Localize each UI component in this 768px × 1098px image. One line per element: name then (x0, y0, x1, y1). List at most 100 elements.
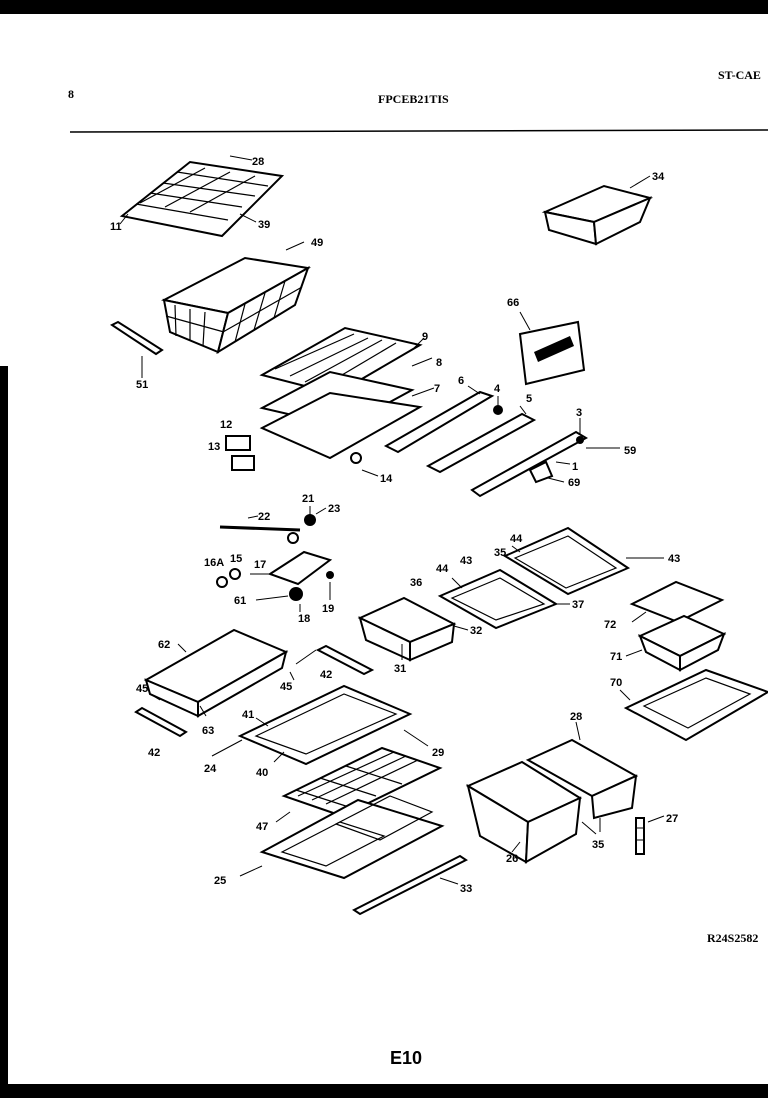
callout-66: 66 (507, 297, 519, 309)
model-number: FPCEB21TIS (378, 92, 449, 106)
screw-part-4 (493, 405, 503, 415)
callout-13: 13 (208, 441, 220, 453)
callout-42-lower: 42 (148, 747, 160, 759)
roller-part (225, 435, 251, 451)
page-code: E10 (390, 1048, 422, 1068)
callout-1: 1 (572, 461, 578, 473)
callout-7: 7 (434, 383, 440, 395)
callout-11: 11 (110, 221, 122, 233)
egg-tray-part (518, 320, 586, 386)
dairy-bin-part (541, 184, 654, 246)
callout-8: 8 (436, 357, 442, 369)
callout-44-upper: 44 (510, 533, 523, 545)
callout-35-lower: 35 (592, 839, 604, 851)
knob-part-23 (304, 514, 316, 526)
glass-shelf-part-upper (502, 526, 631, 596)
callout-5: 5 (526, 393, 532, 405)
rail-part-33 (352, 854, 468, 916)
callout-27: 27 (666, 813, 678, 825)
parts-sheet (0, 14, 768, 1084)
callout-24: 24 (204, 763, 217, 775)
callout-14: 14 (380, 473, 393, 485)
callout-59: 59 (624, 445, 636, 457)
crisper-grille-part (281, 746, 443, 818)
callout-3: 3 (576, 407, 582, 419)
control-housing-part (267, 550, 333, 586)
header-rule (69, 129, 768, 133)
callout-62: 62 (158, 639, 170, 651)
callout-44-lower: 44 (436, 563, 449, 575)
glass-shelf-part-bottom (237, 684, 413, 766)
screw-part-3 (576, 436, 584, 444)
callout-72: 72 (604, 619, 616, 631)
slide-rail-part (110, 320, 164, 356)
callout-49: 49 (311, 237, 323, 249)
callout-28-lower: 28 (570, 711, 582, 723)
crisper-drawer-part (637, 614, 727, 672)
spring-clip-part-27 (635, 817, 645, 855)
shelf-rail-right-part (470, 430, 589, 498)
leader-lines (119, 155, 665, 885)
callout-15: 15 (230, 553, 242, 565)
callout-4: 4 (494, 383, 501, 395)
callout-31: 31 (394, 663, 406, 675)
callout-43-upper: 43 (668, 553, 680, 565)
scan-edge-bar (0, 366, 8, 1084)
callout-23: 23 (328, 503, 340, 515)
page-number: 8 (68, 87, 74, 101)
callout-70: 70 (610, 677, 622, 689)
callout-71: 71 (610, 651, 622, 663)
callout-34: 34 (652, 171, 665, 183)
callout-36: 36 (410, 577, 422, 589)
crisper-cover-left-part (143, 628, 289, 718)
callout-6: 6 (458, 375, 464, 387)
callout-61: 61 (234, 595, 246, 607)
meat-pan-part (357, 596, 457, 662)
callout-37: 37 (572, 599, 584, 611)
callout-42-upper: 42 (320, 669, 332, 681)
callout-33: 33 (460, 883, 472, 895)
knob-part-18 (289, 587, 303, 601)
screw-part-19 (326, 571, 334, 579)
rail-part-42-lower (134, 706, 188, 738)
callout-45-left: 45 (136, 683, 148, 695)
callout-21: 21 (302, 493, 314, 505)
freezer-basket-part (161, 256, 311, 355)
callout-32: 32 (470, 625, 482, 637)
callout-40: 40 (256, 767, 268, 779)
callout-16a: 16A (204, 557, 224, 569)
callout-18: 18 (298, 613, 310, 625)
shelf-bracket-part (383, 390, 495, 454)
clip-part-16a (216, 576, 228, 588)
callout-12: 12 (220, 419, 232, 431)
callout-45-mid: 45 (280, 681, 292, 693)
callout-35-upper: 35 (494, 547, 506, 559)
callout-labels: 28 11 39 34 49 51 66 9 8 7 6 4 5 3 59 1 … (110, 156, 680, 895)
knob-part-21 (287, 532, 299, 544)
callout-9: 9 (422, 331, 428, 343)
shelf-pan-part (259, 391, 423, 460)
vegetable-crisper-left-part (465, 760, 583, 864)
callout-25: 25 (214, 875, 226, 887)
roller-part-lower (231, 455, 255, 471)
crisper-pan-frame-part (259, 795, 445, 880)
rail-part-42-upper (315, 644, 375, 676)
callout-17: 17 (254, 559, 266, 571)
callout-47: 47 (256, 821, 268, 833)
callout-22: 22 (258, 511, 270, 523)
callout-19: 19 (322, 603, 334, 615)
callout-63: 63 (202, 725, 214, 737)
vegetable-crisper-right-part (525, 738, 639, 820)
reference-code: R24S2582 (707, 931, 758, 945)
section-code: ST-CAE (718, 68, 761, 82)
callout-39: 39 (258, 219, 270, 231)
label-part-69 (528, 460, 554, 484)
callout-43-lower: 43 (460, 555, 472, 567)
callout-69: 69 (568, 477, 580, 489)
rod-part-22 (219, 525, 301, 532)
crisper-cover-part (629, 580, 725, 624)
screw-part-14 (350, 452, 362, 464)
callout-41: 41 (242, 709, 254, 721)
callout-51: 51 (136, 379, 148, 391)
